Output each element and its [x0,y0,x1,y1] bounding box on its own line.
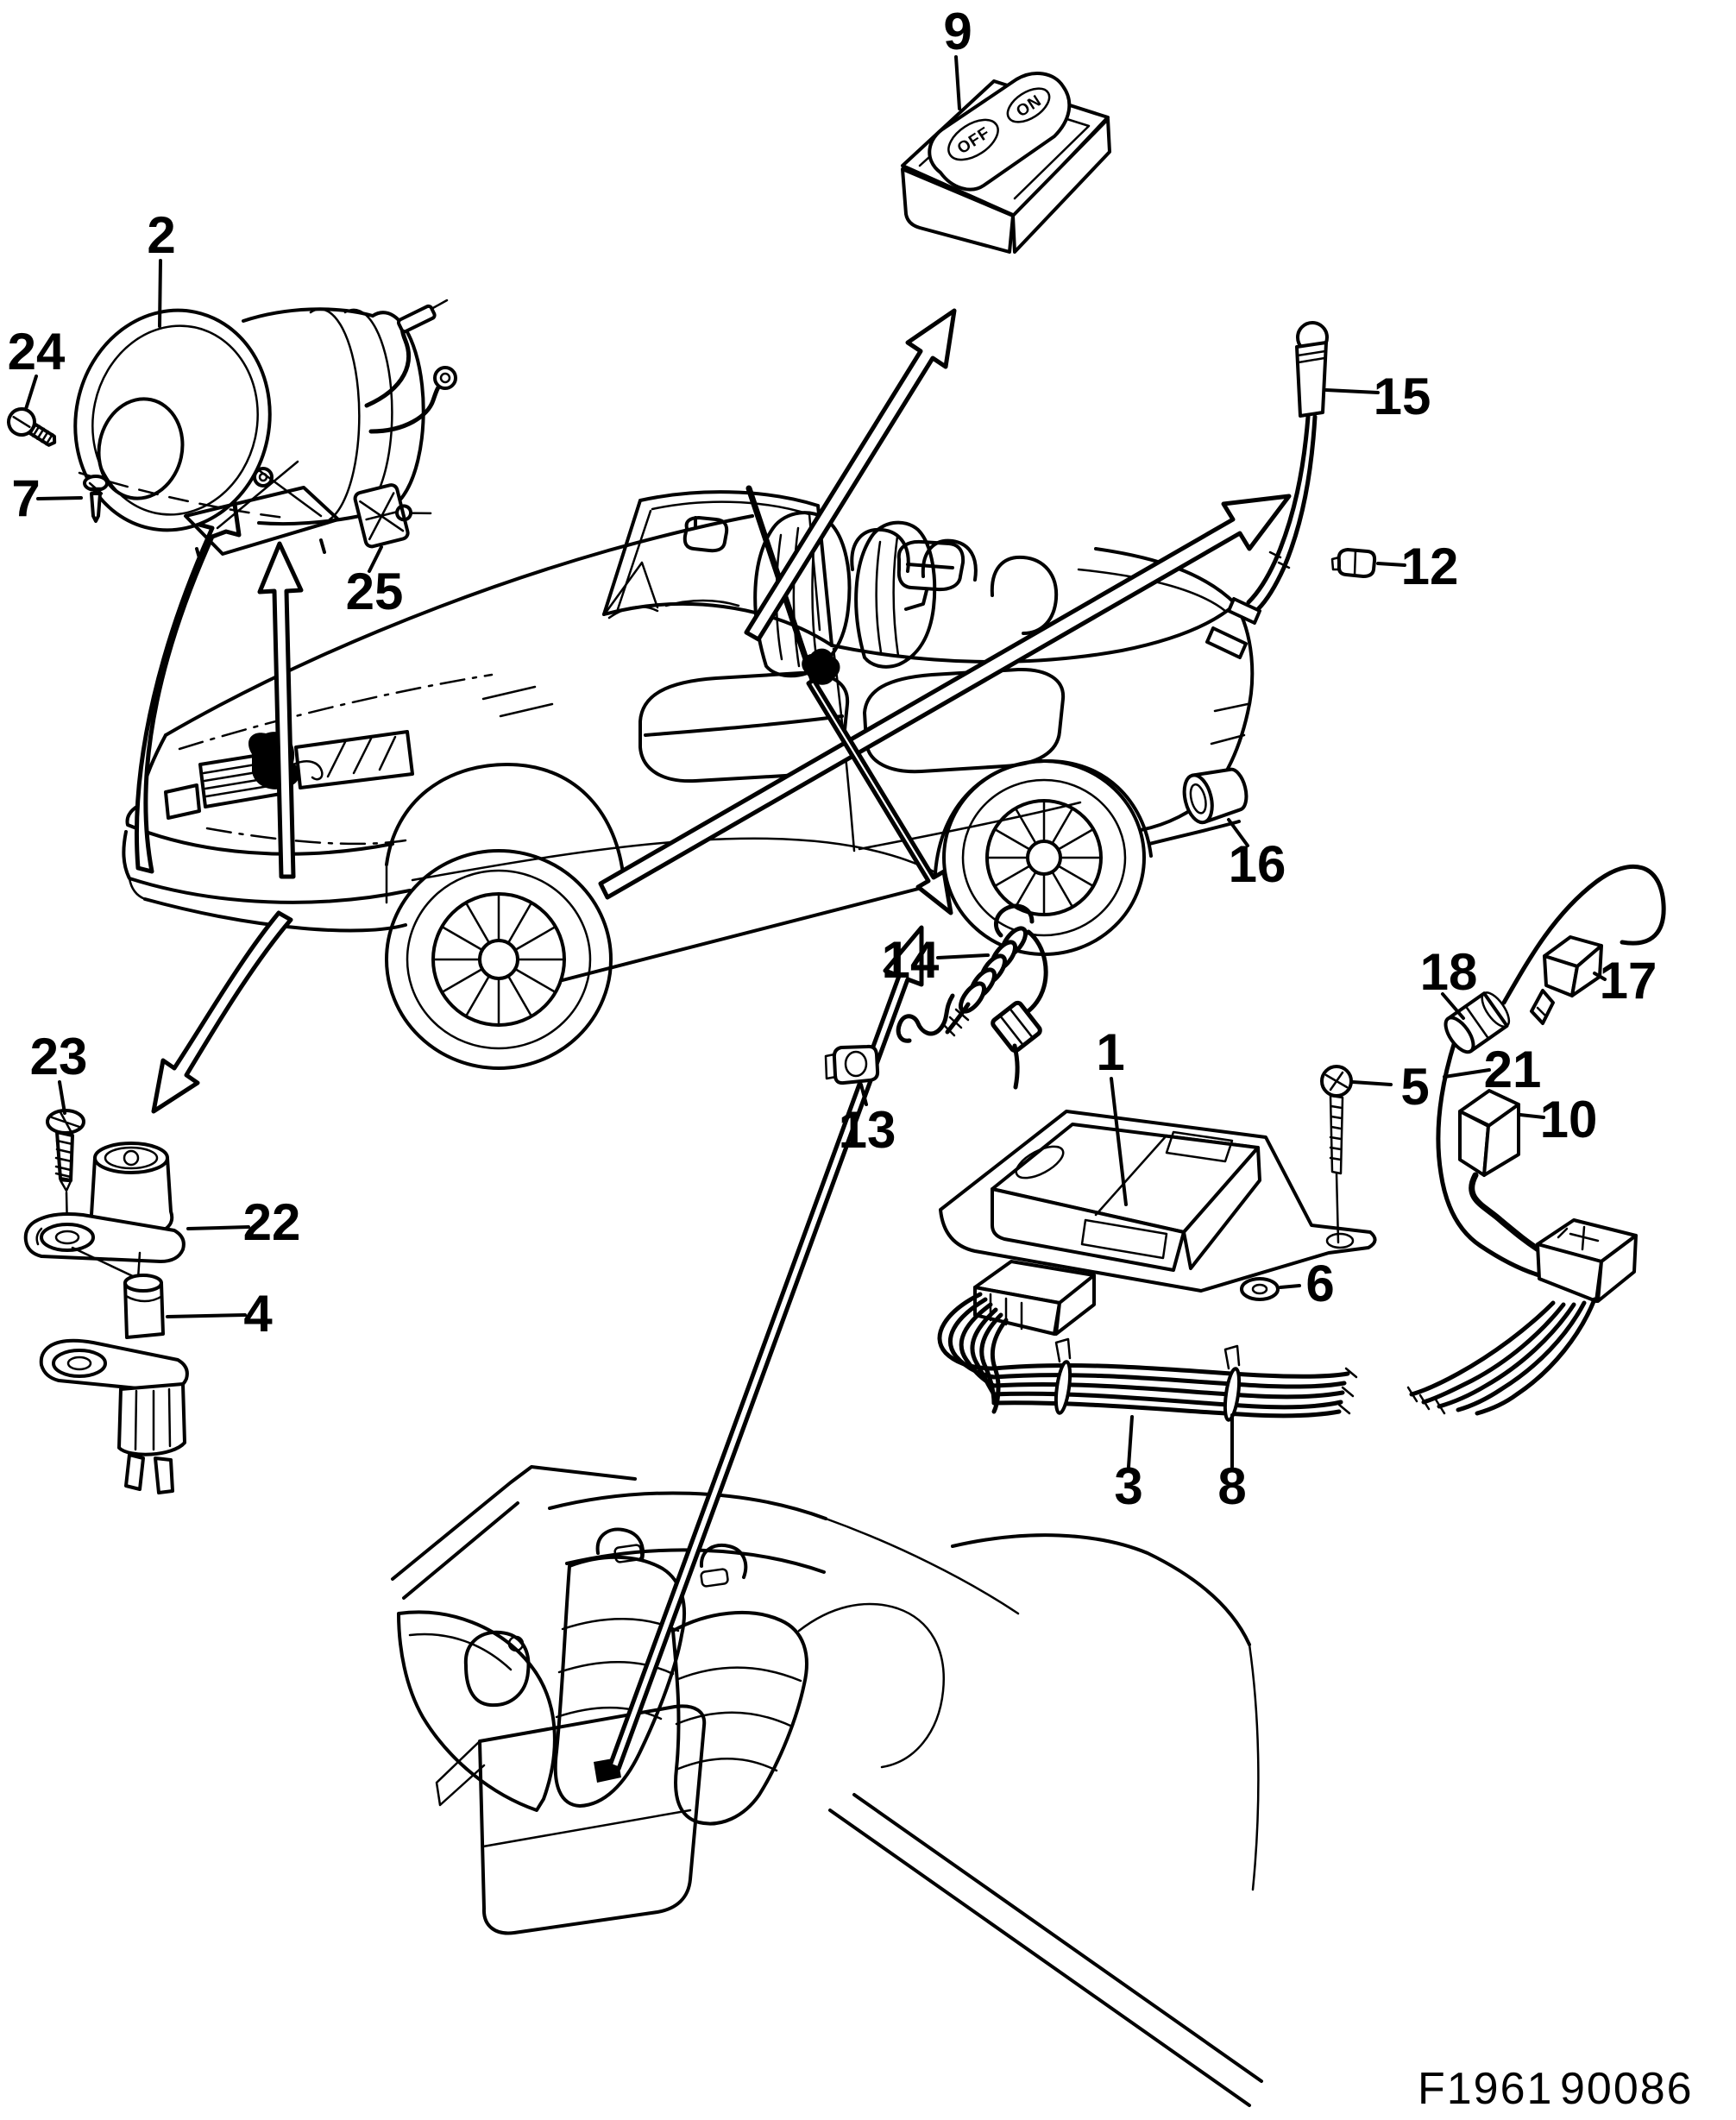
wire-part-21 [1436,1039,1542,1278]
sleeve-part-18 [1444,991,1511,1054]
arrow-to-hood-switch [151,910,293,1114]
multi-pin-connector [1536,1218,1638,1303]
cable-tie-part-8a [1054,1337,1072,1415]
callout-4: 4 [243,1285,273,1343]
callout-17: 17 [1600,952,1657,1010]
screw-part-5 [1320,1065,1353,1244]
callout-12: 12 [1401,538,1459,595]
callout-22: 22 [243,1193,301,1251]
clip-part-13 [824,1044,880,1085]
callout-3: 3 [1114,1457,1142,1515]
arrow-to-switch-9 [744,308,957,642]
control-module-part-1 [939,1110,1377,1293]
leader-lines [24,55,1607,1469]
screw-part-24 [7,407,57,447]
washer-part-6 [1240,1277,1280,1301]
switch-bracket-part-22 [23,1142,186,1279]
callout-24: 24 [8,323,66,381]
figure-image-ref: 90086 [1560,2064,1694,2114]
pin-switch-part-4 [39,1251,189,1494]
spring-lead-part-14 [896,903,1048,1090]
wiring-right-cluster [1436,864,1666,1278]
bushing-part-16 [1182,767,1249,825]
callout-2: 2 [147,206,175,264]
callout-21: 21 [1484,1041,1542,1098]
clip-part-12 [1330,548,1377,578]
screw-part-23 [46,1109,85,1232]
front-wheel [385,849,613,1070]
screw-part-7 [83,475,109,523]
seats [638,511,1066,783]
callout-5: 5 [1400,1058,1429,1116]
arrow-to-siren-vertical [257,541,304,879]
harness-part-3 [937,1218,1638,1422]
callout-18: 18 [1420,943,1478,1001]
relay-part-10 [1458,1089,1544,1255]
callout-13: 13 [839,1101,896,1159]
callout-16: 16 [1229,835,1286,893]
callout-10: 10 [1540,1091,1598,1148]
rocker-switch-part-9: OFF ON [901,72,1111,254]
rear-wheel [942,759,1146,956]
arrow-to-led-15 [598,494,1292,900]
interior-view-illustration [391,1465,1263,2107]
arrow-to-harness-14 [806,677,953,915]
cable-tie-part-8b [1223,1344,1242,1422]
callout-8: 8 [1217,1457,1246,1515]
connector-part-17 [1530,935,1603,1025]
callout-9: 9 [943,3,972,60]
led-indicator-part-15 [1205,321,1329,659]
figure-drawing-ref: F1961 [1418,2064,1553,2114]
callout-14: 14 [882,931,940,989]
callout-7: 7 [11,469,40,527]
callout-1: 1 [1096,1023,1124,1081]
switch-part-25 [353,483,432,549]
callout-23: 23 [30,1028,88,1085]
figure-reference: F1961 90086 [1418,2064,1694,2114]
callout-6: 6 [1305,1255,1334,1312]
arrow-from-floor-sensor [607,925,924,1771]
callout-15: 15 [1374,368,1431,425]
callout-25: 25 [346,563,404,620]
location-arrows [134,308,1292,1771]
callout-numbers: 9 2 24 7 25 15 12 16 14 13 1 5 18 21 17 … [8,3,1657,1515]
siren-part-2 [73,299,457,563]
